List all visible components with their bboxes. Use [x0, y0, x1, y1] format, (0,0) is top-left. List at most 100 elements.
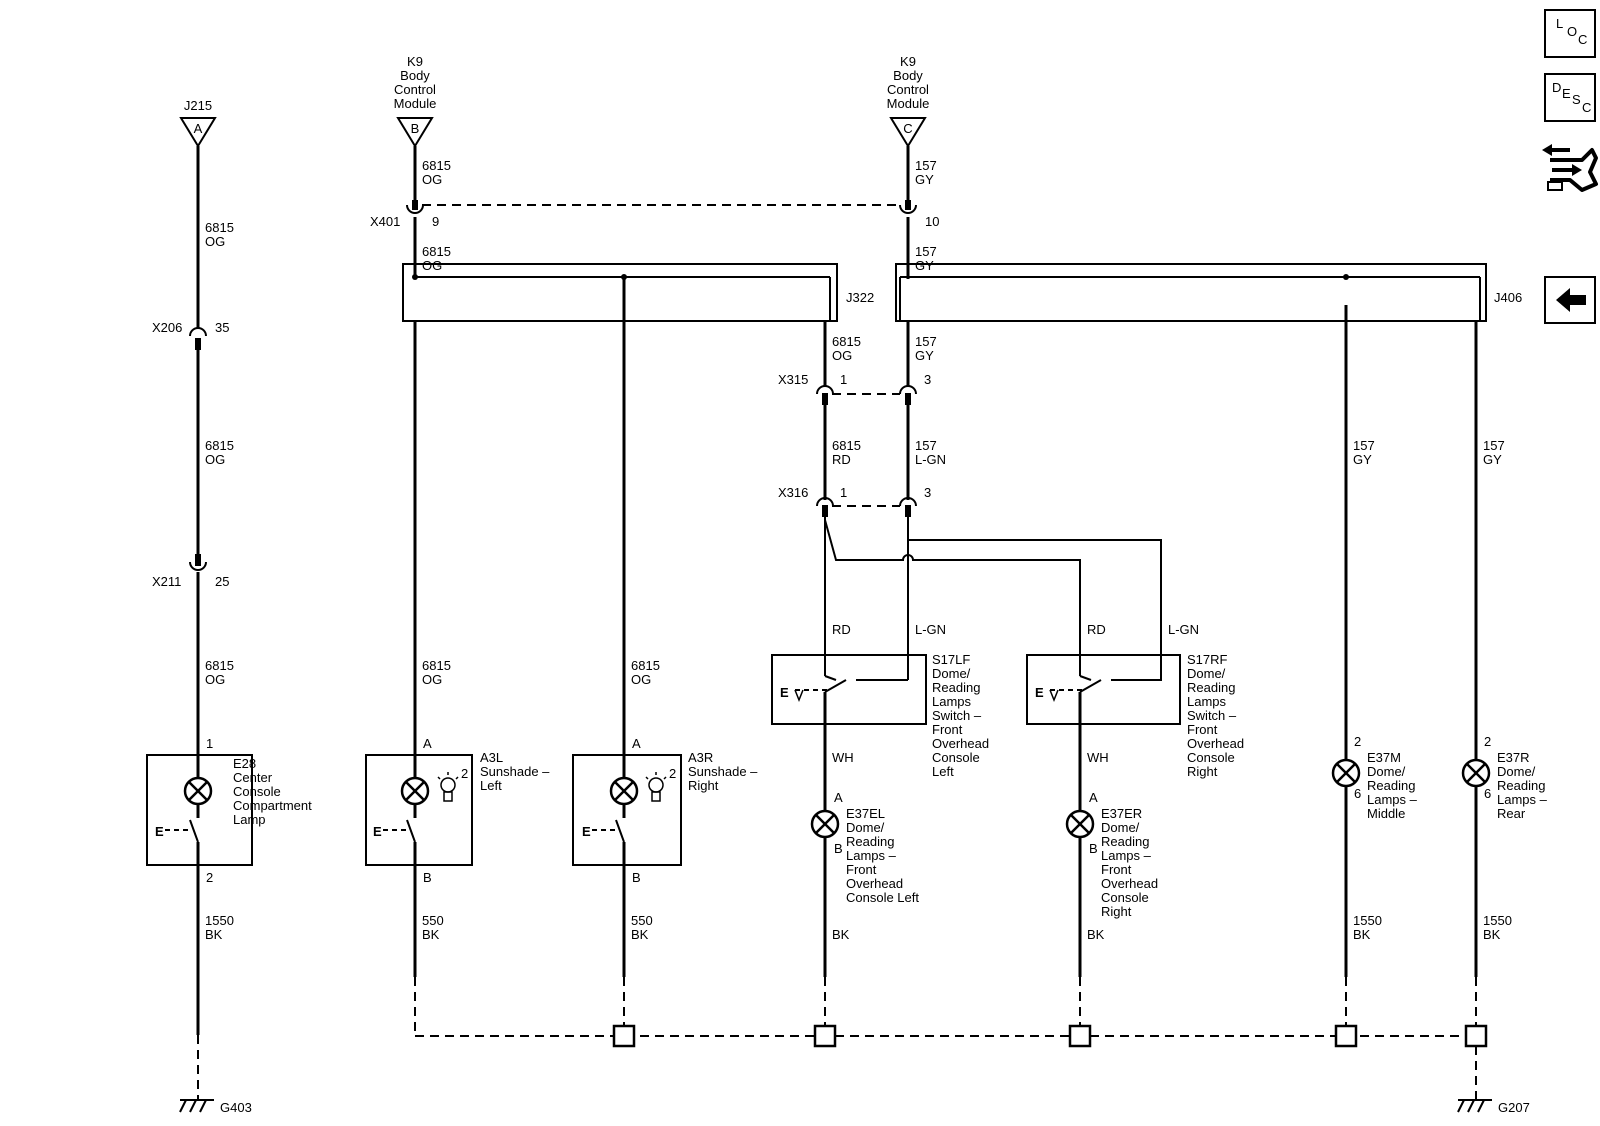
- splice-j322: J322: [402, 263, 874, 322]
- lamp-icon: [183, 776, 213, 806]
- e37er-label: Lamps –: [1101, 848, 1152, 863]
- wire-label: 6815: [205, 438, 234, 453]
- desc-letter: D: [1552, 80, 1561, 95]
- door-switch-icon: E: [373, 806, 427, 856]
- back-button[interactable]: [1544, 276, 1596, 324]
- e37m-label: Reading: [1367, 778, 1415, 793]
- e37r-label: Dome/: [1497, 764, 1536, 779]
- wire-label: OG: [205, 452, 225, 467]
- pin-label: 2: [1484, 734, 1491, 749]
- pin-label: 2: [1354, 734, 1361, 749]
- splice-square: [1068, 1024, 1092, 1048]
- x401-label: X401: [370, 214, 400, 229]
- a3r-label: A3R: [688, 750, 713, 765]
- wire-labels: 6815 OG 6815 OG 6815 OG 1550 BK 6815 OG …: [205, 158, 1512, 942]
- e28-label: Console: [233, 784, 281, 799]
- s17lf-label: Reading: [932, 680, 980, 695]
- lamp-icon: [1461, 758, 1491, 788]
- s17lf-label: Console: [932, 750, 980, 765]
- e28-label: Lamp: [233, 812, 266, 827]
- s17rf-label: Front: [1187, 722, 1218, 737]
- x315-pin-right: 3: [924, 372, 931, 387]
- switch-letter: E: [373, 824, 382, 839]
- connector-icon[interactable]: [1542, 144, 1598, 192]
- pin-label: A: [1089, 790, 1098, 805]
- connector-k9-c: K9 Body Control Module C: [887, 54, 929, 148]
- connector-k9-b: K9 Body Control Module B: [394, 54, 437, 148]
- wire-label: BK: [205, 927, 223, 942]
- e37el-label: Lamps –: [846, 848, 897, 863]
- wire-label: OG: [832, 348, 852, 363]
- splice-j322-label: J322: [846, 290, 874, 305]
- switch-icon: E: [780, 670, 856, 703]
- e37r-label: Reading: [1497, 778, 1545, 793]
- e37el-label: Front: [846, 862, 877, 877]
- e37m-label: Middle: [1367, 806, 1405, 821]
- e37er-label: E37ER: [1101, 806, 1142, 821]
- lamp-icon: [1065, 809, 1095, 839]
- loc-letter: O: [1567, 24, 1577, 39]
- s17lf-label: Dome/: [932, 666, 971, 681]
- pin-label: 6: [1354, 786, 1361, 801]
- e37er-label: Console: [1101, 890, 1149, 905]
- pin-label: A: [423, 736, 432, 751]
- wire-label: RD: [832, 452, 851, 467]
- wire-label: 157: [915, 158, 937, 173]
- pin-label: B: [632, 870, 641, 885]
- ground-splice-points: [612, 1024, 1488, 1048]
- ground-label: G207: [1498, 1100, 1530, 1115]
- loc-button[interactable]: L O C: [1544, 9, 1596, 58]
- wire-label: 157: [915, 334, 937, 349]
- e37er-label: Overhead: [1101, 876, 1158, 891]
- wire-label: L-GN: [915, 622, 946, 637]
- wire-label: BK: [422, 927, 440, 942]
- e37el-label: E37EL: [846, 806, 885, 821]
- component-e37er: A B E37ER Dome/ Reading Lamps – Front Ov…: [1065, 790, 1158, 919]
- s17lf-label: Left: [932, 764, 954, 779]
- e37r-label: E37R: [1497, 750, 1530, 765]
- e37er-label: Reading: [1101, 834, 1149, 849]
- wire-label: 1550: [1483, 913, 1512, 928]
- x211-pin: 25: [215, 574, 229, 589]
- k9b-line4: Module: [394, 96, 437, 111]
- switch-letter: E: [582, 824, 591, 839]
- e37m-label: Dome/: [1367, 764, 1406, 779]
- s17rf-label: S17RF: [1187, 652, 1228, 667]
- wire-label: GY: [1483, 452, 1502, 467]
- e37el-label: Dome/: [846, 820, 885, 835]
- component-e37el: A B E37EL Dome/ Reading Lamps – Front Ov…: [810, 790, 919, 905]
- left-arrow-icon: [1556, 288, 1586, 312]
- k9c-line3: Control: [887, 82, 929, 97]
- ground-label: G403: [220, 1100, 252, 1115]
- lamp-icon: [609, 776, 639, 806]
- a3r-label: Sunshade –: [688, 764, 758, 779]
- door-switch-icon: E: [582, 806, 636, 856]
- wire-label: WH: [1087, 750, 1109, 765]
- splice-j406: J406: [895, 263, 1522, 322]
- wire-label: 6815: [422, 158, 451, 173]
- e37el-label: Console Left: [846, 890, 919, 905]
- wire-label: BK: [631, 927, 649, 942]
- wire-label: 6815: [631, 658, 660, 673]
- pin-label: 2: [669, 766, 676, 781]
- desc-button[interactable]: D E S C: [1544, 73, 1596, 122]
- wire-label: BK: [1483, 927, 1501, 942]
- wire-label: BK: [1353, 927, 1371, 942]
- connector-k9c-pin: C: [903, 121, 912, 136]
- wire-label: GY: [915, 172, 934, 187]
- wire-label: 6815: [422, 658, 451, 673]
- connector-j215: J215 A: [179, 98, 217, 148]
- s17rf-label: Console: [1187, 750, 1235, 765]
- lamp-icon: [1331, 758, 1361, 788]
- wire-label: RD: [832, 622, 851, 637]
- x206-label: X206: [152, 320, 182, 335]
- a3l-label: Left: [480, 778, 502, 793]
- e37el-label: Overhead: [846, 876, 903, 891]
- splice-square: [612, 1024, 636, 1048]
- wire-label: 157: [915, 438, 937, 453]
- component-a3r: 2 E A B A3R Sunshade – Right: [572, 736, 758, 885]
- wire-label: BK: [832, 927, 850, 942]
- splice-square: [813, 1024, 837, 1048]
- wire-label: 6815: [205, 220, 234, 235]
- x211-label: X211: [152, 574, 181, 589]
